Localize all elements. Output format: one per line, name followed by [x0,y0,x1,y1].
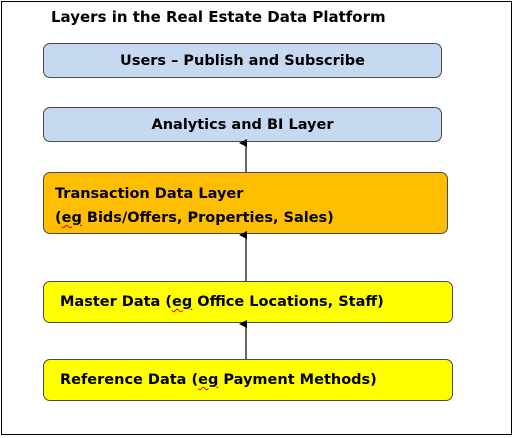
analytics-layer-label: Analytics and BI Layer [151,116,334,133]
transaction-examples-open: ( [55,210,62,226]
users-layer-box: Users – Publish and Subscribe [43,43,442,78]
master-data-eg: eg [172,294,193,310]
transaction-layer-examples: (eg Bids/Offers, Properties, Sales) [55,206,447,230]
master-data-layer-box: Master Data (eg Office Locations, Staff) [43,281,453,323]
reference-data-eg: eg [198,372,219,388]
transaction-layer-title: Transaction Data Layer [55,186,244,202]
transaction-layer-box: Transaction Data Layer (eg Bids/Offers, … [43,172,448,234]
master-data-rest: Office Locations, Staff) [192,294,384,310]
master-data-label: Master Data (eg Office Locations, Staff) [60,294,384,310]
diagram-title: Layers in the Real Estate Data Platform [51,8,386,26]
transaction-examples-eg: eg [61,210,82,226]
reference-data-layer-box: Reference Data (eg Payment Methods) [43,359,453,401]
reference-data-rest: Payment Methods) [218,372,377,388]
reference-data-label: Reference Data (eg Payment Methods) [60,372,377,388]
analytics-layer-box: Analytics and BI Layer [43,107,442,142]
transaction-examples-rest: Bids/Offers, Properties, Sales) [81,210,334,226]
master-data-prefix: Master Data ( [60,294,173,310]
users-layer-label: Users – Publish and Subscribe [120,52,365,69]
reference-data-prefix: Reference Data ( [60,372,199,388]
